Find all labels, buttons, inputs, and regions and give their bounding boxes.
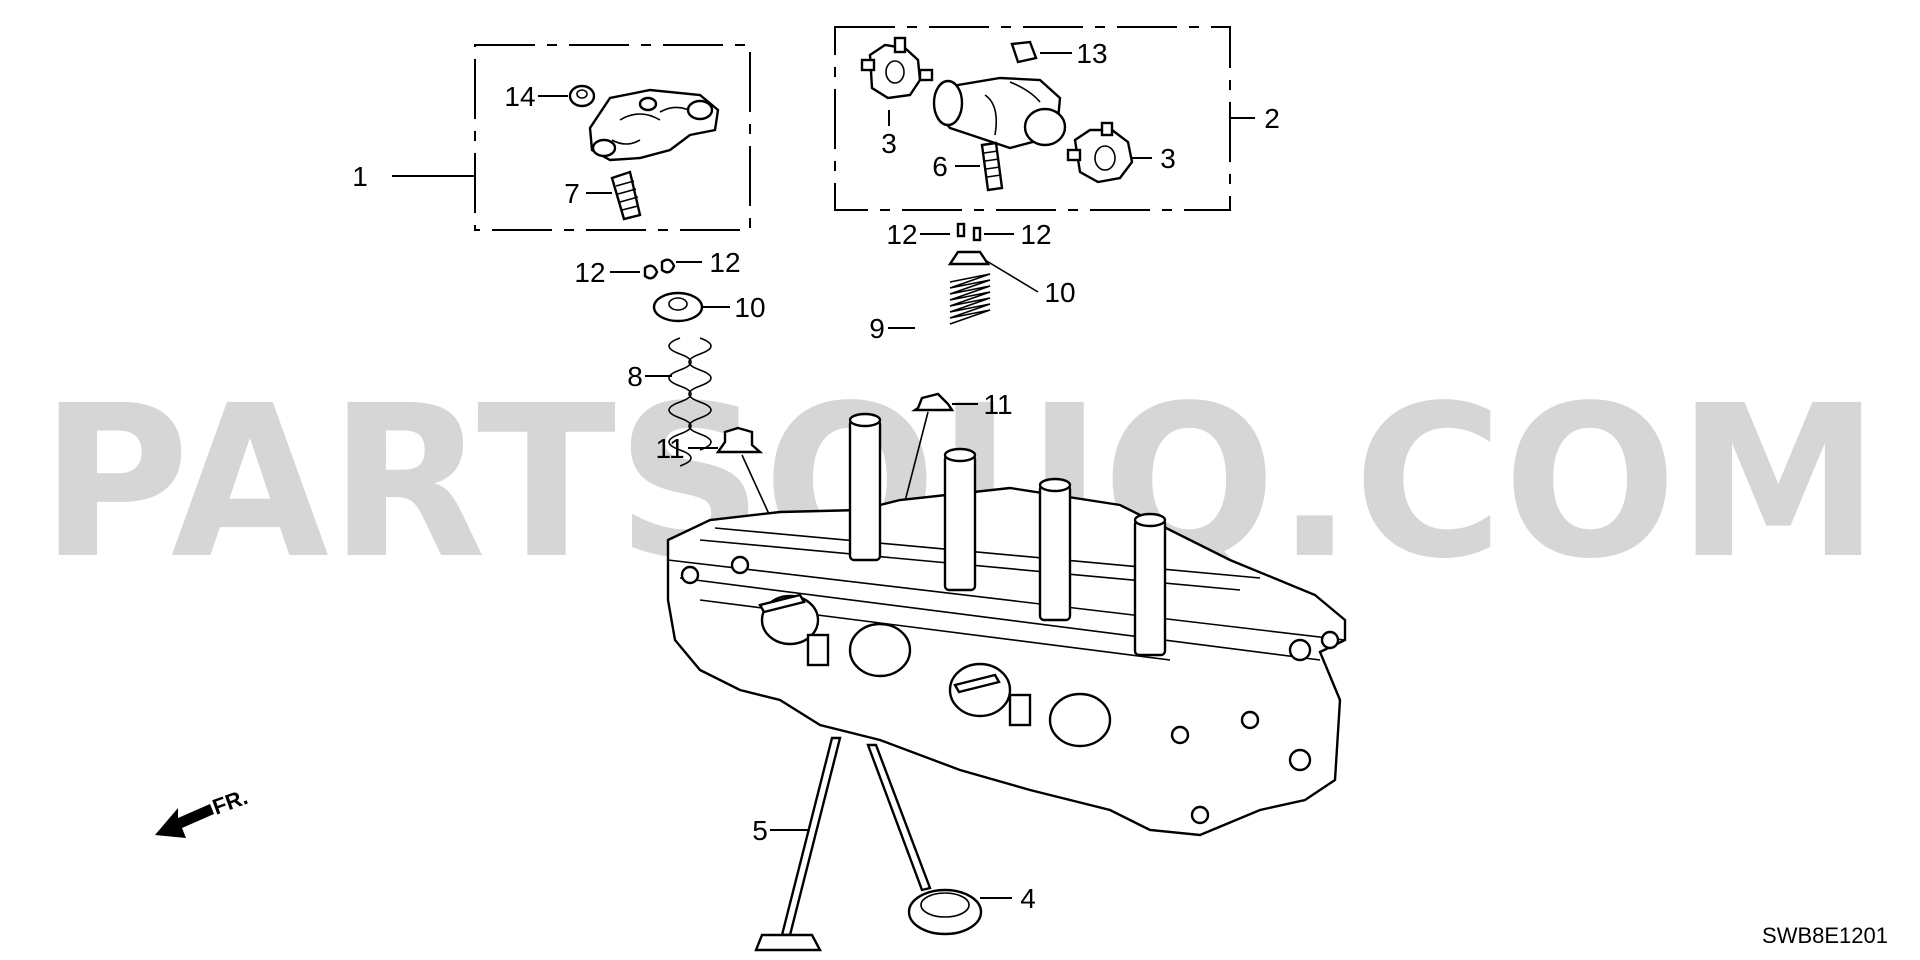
callout-8[interactable]: 8 bbox=[627, 361, 643, 392]
thrust-plate-left[interactable] bbox=[860, 36, 934, 100]
callout-13[interactable]: 13 bbox=[1076, 38, 1107, 69]
callout-5[interactable]: 5 bbox=[752, 815, 768, 846]
diagram-code: SWB8E1201 bbox=[1762, 923, 1888, 948]
intake-valve-4[interactable] bbox=[866, 743, 983, 936]
adjusting-screw-7[interactable] bbox=[610, 170, 642, 221]
valve-cotters-left[interactable] bbox=[643, 258, 676, 280]
valve-spring-9[interactable] bbox=[949, 273, 991, 325]
group-box-1 bbox=[474, 44, 751, 231]
callout-6[interactable]: 6 bbox=[932, 151, 948, 182]
callout-9[interactable]: 9 bbox=[869, 313, 885, 344]
front-label: FR. bbox=[209, 784, 251, 820]
exhaust-valve-5[interactable] bbox=[754, 736, 842, 952]
stem-seal-left[interactable] bbox=[715, 426, 764, 454]
thrust-plate-right[interactable] bbox=[1066, 121, 1134, 184]
adjusting-screw-6[interactable] bbox=[980, 141, 1004, 192]
callout-10-right[interactable]: 10 bbox=[1044, 277, 1075, 308]
rocker-arm-assembly[interactable] bbox=[588, 88, 720, 162]
valve-cotters-right[interactable] bbox=[956, 222, 982, 242]
callout-7[interactable]: 7 bbox=[564, 178, 580, 209]
callout-12-c[interactable]: 12 bbox=[886, 219, 917, 250]
callout-1[interactable]: 1 bbox=[352, 161, 368, 192]
callout-2[interactable]: 2 bbox=[1264, 103, 1280, 134]
callout-12-b[interactable]: 12 bbox=[709, 247, 740, 278]
rocker-nut[interactable] bbox=[568, 84, 596, 108]
spring-retainer-left[interactable] bbox=[652, 291, 704, 323]
callout-12-d[interactable]: 12 bbox=[1020, 219, 1051, 250]
valve-spring-8[interactable] bbox=[668, 337, 712, 467]
callout-4[interactable]: 4 bbox=[1020, 883, 1036, 914]
cylinder-head bbox=[666, 412, 1347, 837]
rocker-arm-b[interactable] bbox=[932, 76, 1067, 150]
front-direction-marker: FR. bbox=[155, 784, 251, 838]
callout-3-right[interactable]: 3 bbox=[1160, 143, 1176, 174]
callout-3-left[interactable]: 3 bbox=[881, 128, 897, 159]
callout-11-right[interactable]: 11 bbox=[983, 389, 1012, 420]
stem-seal-right[interactable] bbox=[911, 392, 955, 412]
callout-14[interactable]: 14 bbox=[504, 81, 535, 112]
callout-11-left[interactable]: 11 bbox=[655, 433, 684, 464]
spring-retainer-right[interactable] bbox=[947, 250, 991, 266]
callout-10-left[interactable]: 10 bbox=[734, 292, 765, 323]
callout-12-a[interactable]: 12 bbox=[574, 257, 605, 288]
arrow-left-down-icon bbox=[155, 804, 214, 838]
pin-13[interactable] bbox=[1010, 40, 1038, 64]
